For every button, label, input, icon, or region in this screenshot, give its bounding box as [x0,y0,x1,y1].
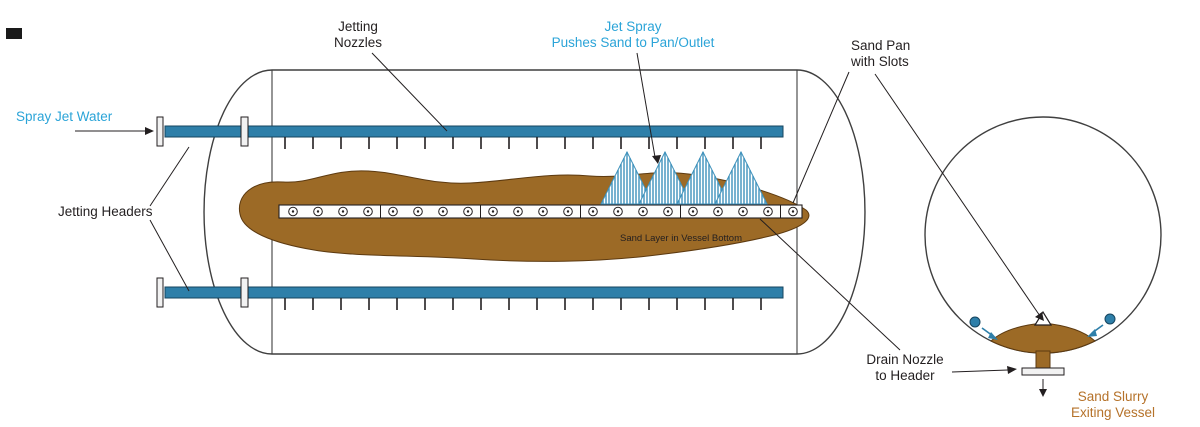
pan-slot-center [766,210,770,213]
pan-slot-center [366,210,370,213]
spray-jet-water-label: Spray Jet Water [16,109,113,124]
slurry-exit-arrowhead-icon [1039,389,1047,397]
water-jet-dot-right [1104,313,1116,325]
jet-spray-label-line1: Jet Spray [604,19,661,34]
pan-slot-center [391,210,395,213]
jet-spray-label-line2: Pushes Sand to Pan/Outlet [552,35,715,50]
jetting-headers-group [164,125,784,299]
sand-pan-arrowhead-icon [1035,312,1044,321]
leader-lines [75,52,1044,374]
pan-slot-center [741,210,745,213]
jetting-header-bottom [164,286,784,299]
sand-slurry-label-line2: Exiting Vessel [1071,405,1155,420]
pan-slot-center [566,210,570,213]
jetting-headers-leader-bottom [149,219,190,292]
pan-slot-center [466,210,470,213]
sand-slurry-label-line1: Sand Slurry [1078,389,1149,404]
water-jet-arrowhead-left-icon [988,332,998,340]
pan-slot-center [316,210,320,213]
jet-spray-leader [636,52,656,158]
pan-slot-center [291,210,295,213]
jetting-nozzles-top-row [284,137,762,149]
sand-pan-slots [288,205,798,218]
jetting-nozzles-leader [371,52,448,132]
labels: Spray Jet Water Jetting Nozzles Jet Spra… [16,19,1155,420]
jetting-nozzles-label-line1: Jetting [338,19,378,34]
sand-mound [990,322,1096,354]
pan-slot-center [641,210,645,213]
drain-nozzle-arrow-line [951,369,1009,373]
header-flange [240,116,249,147]
jetting-headers-leader-top [149,146,190,207]
header-flange [156,277,164,308]
drain-nozzle-arrowhead-icon [1007,366,1017,374]
spray-jet-water-arrowhead-icon [145,127,154,135]
pan-slot-center [541,210,545,213]
sand-pan-leader-left [792,71,850,204]
document-artifact-mark [6,28,22,39]
vessel-end-view [924,116,1162,397]
drain-nozzle-label-line2: to Header [875,368,935,383]
pan-slot-center [491,210,495,213]
header-flange [240,277,249,308]
pan-slot-center [341,210,345,213]
drain-nozzle-label-line1: Drain Nozzle [866,352,943,367]
sand-layer-label: Sand Layer in Vessel Bottom [620,233,742,244]
pan-slot-center [591,210,595,213]
pan-slot-center [516,210,520,213]
header-flange [156,116,164,147]
pan-slot-center [666,210,670,213]
sand-pan-label-line2: with Slots [850,54,909,69]
drain-nozzle-stub [1035,350,1051,370]
pan-slot-center [616,210,620,213]
drain-flange [1021,367,1065,376]
pan-slot-center [716,210,720,213]
jetting-nozzles-label-line2: Nozzles [334,35,382,50]
jetting-nozzles-bottom-row [284,298,762,310]
water-jet-dot-left [969,316,981,328]
sand-pan-leader-right [874,73,1041,317]
water-jet-arrowhead-right-icon [1087,329,1097,337]
jet-spray-arrowhead-icon [652,155,661,164]
drain-nozzle-leader-from-pan [759,218,901,351]
pan-slot-center [441,210,445,213]
jetting-header-top [164,125,784,138]
pan-slot-center [691,210,695,213]
jet-spray-cones [600,150,768,205]
jetting-headers-label: Jetting Headers [58,204,153,219]
pan-slot-center [791,210,795,213]
pan-slot-center [416,210,420,213]
sand-pan-label-line1: Sand Pan [851,38,910,53]
